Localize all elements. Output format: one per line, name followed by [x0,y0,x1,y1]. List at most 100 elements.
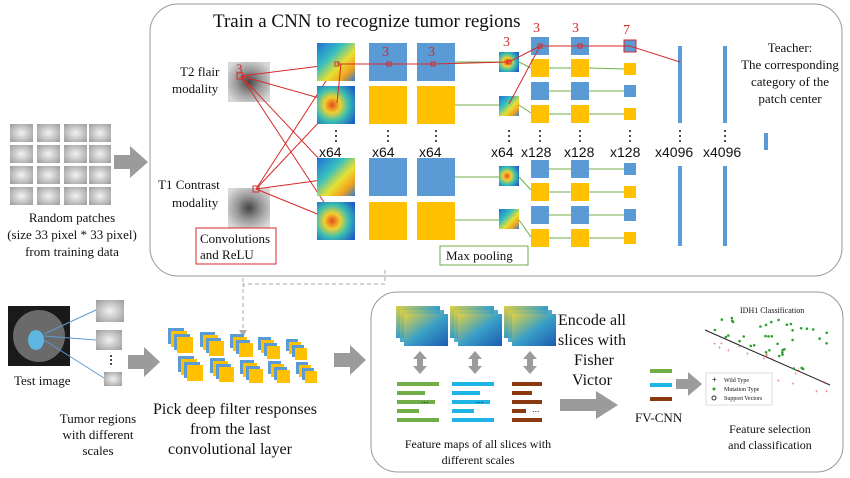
arrow-to-cnn [114,146,148,178]
scale-connectors [43,309,105,379]
scatter-point [791,338,794,342]
scatter-point [749,344,753,348]
green-vector [397,382,439,422]
scatter-point [785,323,789,327]
scatter-point: + [762,357,766,363]
teacher-line2: The corresponding [741,57,839,72]
selection-line2: and classification [728,438,812,452]
legend-support-marker [711,395,717,401]
pool-map-3 [499,166,519,186]
arrow-to-fv-cnn [560,391,618,419]
conv3-map-3 [417,158,455,196]
legend-wild-type: Wild Type [724,378,749,384]
scatter-point [767,335,770,338]
scatter-point [770,335,774,338]
channel-count-6: x128 [564,144,595,160]
encode-line4: Victor [572,372,613,389]
conv1-map-2 [317,86,355,124]
max-pooling-box [439,245,529,266]
green-vector-ellipsis: ... [421,395,429,405]
dashed-arrow-head [239,330,247,337]
scatter-point [742,335,745,338]
fv-cnn-vector [650,369,672,401]
scatter-point: + [746,352,750,358]
scatter-point [792,367,795,370]
conv-label-line1: Convolutions [200,231,270,246]
scatter-point: + [797,368,801,374]
scatter-point [777,354,781,358]
scatter-point [781,351,784,354]
scatter-point [730,316,734,320]
channel-count-2: x64 [372,144,395,160]
test-image-tumor [28,330,44,350]
t2-label-line1: T2 flair [180,64,220,79]
legend-wild-marker: + [712,375,717,384]
classification-title: IDH1 Classification [740,306,804,315]
teacher-line1: Teacher: [768,40,813,55]
conv1-map-3 [317,158,355,196]
scatter-point [791,329,794,332]
conv-relu-box [195,227,277,265]
encode-line2: slices with [558,332,626,349]
teacher-line3: category of the [751,74,829,89]
scatter-point [727,334,730,337]
scatter-point [730,319,734,323]
slice-feature-maps [396,306,556,346]
scatter-point [818,337,821,340]
scatter-point [781,353,784,356]
conv2-map-3 [369,158,407,196]
encoding-panel [370,291,844,473]
scatter-point [764,323,768,327]
scatter-point: + [794,372,798,378]
scatter-point: + [771,358,775,364]
scatter-point: + [815,390,819,396]
tumor-region-crops [96,300,124,386]
channel-count-3: x64 [419,144,442,160]
conv128-column-2 [571,37,589,247]
kernel-chain [334,39,681,105]
kernel-size-t2: 3 [236,61,243,76]
legend-mutation-type: Mutation Type [724,387,760,393]
conv1-map-4 [317,202,355,240]
channel-count-7: x128 [610,144,641,160]
svm-boundary [704,329,831,386]
dashed-connector-path [242,270,386,332]
encode-line3: Fisher [574,352,615,369]
scatter-point [770,320,773,324]
scatter-point [720,318,724,321]
scatter-point: + [720,342,724,348]
kernel-size-4: 3 [533,21,540,36]
patches-caption-line2: (size 33 pixel * 33 pixel) [7,227,137,242]
scatter-point [783,348,786,351]
scatter-point [789,322,793,326]
scatter-point [825,342,828,345]
scatter-point [759,325,762,328]
pooling-connections [455,61,625,239]
filter-response-stacks [168,328,317,383]
channel-count-9: x4096 [703,144,741,160]
scatter-point [825,331,828,335]
brown-vector-ellipsis: ... [532,404,540,414]
training-panel [149,3,843,277]
scatter-point [724,335,728,339]
bidirectional-arrows [413,351,537,374]
scatter-point [799,327,803,330]
patches-caption-line1: Random patches [29,210,115,225]
channel-count-5: x128 [521,144,552,160]
t1-patch-image [228,188,270,228]
kernel-size-2: 3 [428,45,435,60]
scatter-point: + [823,381,827,387]
scatter-point: + [738,345,742,351]
ellipsis-dots [335,130,726,142]
scatter-point [776,342,779,346]
kernel-size-1: 3 [382,45,389,60]
pool-map-2 [499,96,519,116]
panel-title: Train a CNN to recognize tumor regions [213,11,520,32]
scatter-point: + [777,379,781,385]
classification-legend: + Wild Type Mutation Type Support Vector… [705,372,773,406]
arrow-to-filters [128,347,160,377]
channel-counts: x64 x64 x64 x64 x128 x128 x128 x4096 x40… [319,144,741,160]
scatter-point [713,328,717,332]
random-patches-grid [10,124,111,205]
pool-map-4 [499,209,519,229]
